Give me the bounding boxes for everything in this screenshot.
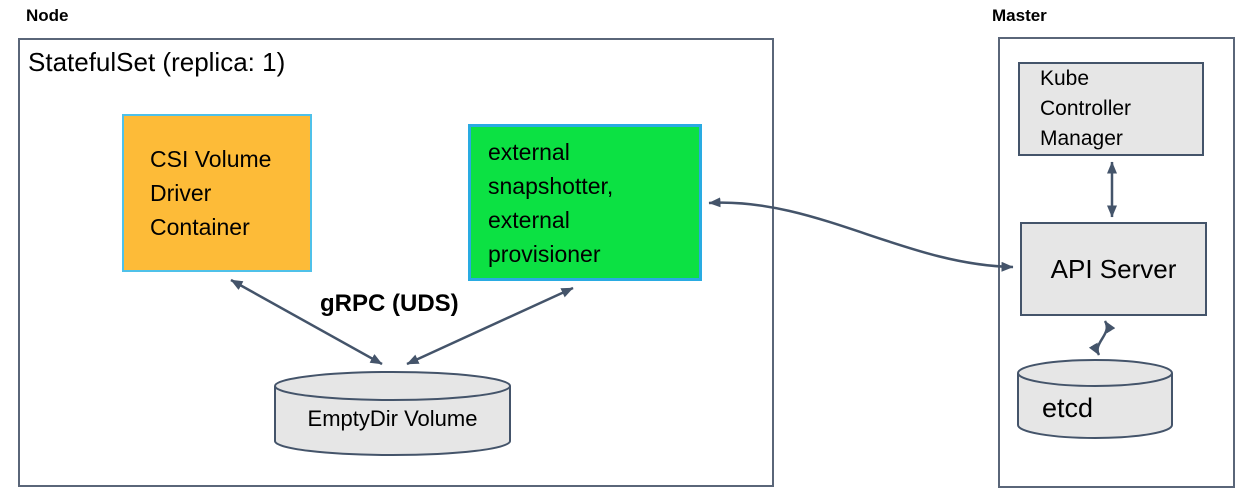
sidecar-box-line: external: [488, 206, 570, 233]
kube-controller-manager-box: Kube Controller Manager: [1018, 62, 1204, 156]
csi-box-line: CSI Volume: [150, 146, 272, 172]
kcm-box-line: Kube: [1040, 67, 1090, 90]
sidecar-box-line: snapshotter,: [488, 172, 614, 199]
api-server-label: API Server: [1050, 253, 1177, 284]
sidecar-box-line: provisioner: [488, 240, 601, 267]
external-snapshotter-provisioner-box: external snapshotter, external provision…: [468, 124, 702, 281]
api-server-box: API Server: [1020, 222, 1207, 316]
csi-box-line: Driver: [150, 180, 212, 206]
statefulset-title: StatefulSet (replica: 1): [28, 47, 286, 77]
kcm-box-line: Controller: [1040, 97, 1132, 120]
node-group-label: Node: [26, 6, 69, 25]
sidecar-box-line: external: [488, 138, 570, 165]
kcm-box-line: Manager: [1040, 127, 1123, 150]
grpc-uds-label: gRPC (UDS): [320, 290, 459, 317]
master-group-label: Master: [992, 6, 1047, 25]
csi-volume-driver-container-box: CSI Volume Driver Container: [122, 114, 312, 272]
csi-box-line: Container: [150, 214, 250, 240]
emptydir-volume-label: EmptyDir Volume: [307, 406, 478, 431]
etcd-label: etcd: [1042, 393, 1094, 423]
